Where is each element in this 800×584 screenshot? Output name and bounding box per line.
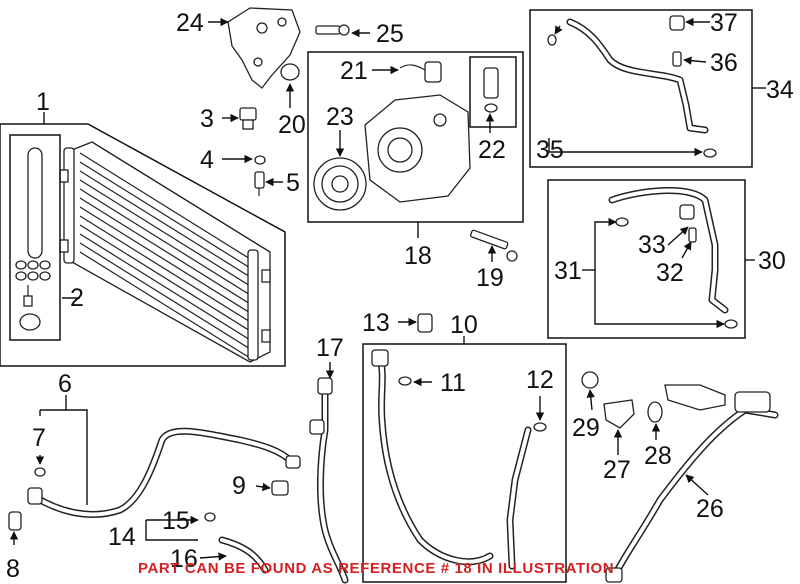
callout-17: 17	[316, 334, 344, 362]
callout-1: 1	[36, 88, 50, 116]
leader-lines	[9, 17, 766, 561]
callout-31: 31	[554, 257, 582, 285]
hose-assembly-drawing	[371, 349, 547, 570]
valve-5-drawing	[254, 171, 265, 196]
callout-10: 10	[450, 311, 478, 339]
callout-29: 29	[572, 414, 600, 442]
condenser-drawing	[59, 141, 271, 363]
compressor-drawing	[364, 94, 471, 203]
callout-24: 24	[176, 9, 204, 37]
callout-labels: 1 2 3 4 5 6 7 8 9 10 11 12 13 14 15 16 1…	[6, 9, 794, 583]
nut-9-drawing	[271, 480, 289, 496]
callout-36: 36	[710, 49, 738, 77]
o-ring-4-drawing	[254, 155, 266, 165]
callout-4: 4	[200, 146, 214, 174]
callout-15: 15	[162, 507, 190, 535]
callout-26: 26	[696, 495, 724, 523]
bracket-drawing	[227, 7, 301, 89]
hose-6-drawing	[27, 427, 301, 518]
pressure-switch-drawing	[239, 107, 257, 130]
callout-37: 37	[710, 9, 738, 37]
callout-3: 3	[200, 105, 214, 133]
control-valve-22-drawing	[483, 67, 499, 113]
callout-11: 11	[440, 369, 466, 397]
callout-9: 9	[232, 472, 246, 500]
callout-20: 20	[278, 111, 306, 139]
grommet-28-drawing	[647, 401, 663, 423]
callout-30: 30	[758, 247, 786, 275]
callout-33: 33	[638, 231, 666, 259]
callout-25: 25	[376, 20, 404, 48]
line-26-drawing	[605, 384, 779, 583]
callout-12: 12	[526, 366, 554, 394]
callout-27: 27	[603, 456, 631, 484]
callout-21: 21	[340, 57, 368, 85]
suction-line-drawing	[547, 15, 717, 158]
callout-6: 6	[58, 370, 72, 398]
sensor-21-drawing	[399, 61, 442, 83]
condenser-box	[0, 123, 286, 367]
reference-note: PART CAN BE FOUND AS REFERENCE # 18 IN I…	[138, 560, 615, 577]
callout-22: 22	[478, 136, 506, 164]
callout-14: 14	[108, 523, 136, 551]
callout-28: 28	[644, 442, 672, 470]
o-ring-7-drawing	[34, 467, 46, 477]
callout-5: 5	[286, 169, 300, 197]
callout-16: 16	[170, 545, 198, 573]
bushing-20-drawing	[280, 63, 300, 81]
callout-18: 18	[404, 242, 432, 270]
bracket-29-drawing	[603, 399, 635, 429]
callout-8: 8	[6, 555, 20, 583]
bolt-25-drawing	[315, 24, 350, 36]
callout-34: 34	[766, 76, 794, 104]
compressor-box	[307, 51, 524, 223]
callout-7: 7	[32, 424, 46, 452]
bolt-13-drawing	[417, 313, 433, 333]
callout-13: 13	[362, 309, 390, 337]
hose-14-drawing	[204, 377, 349, 584]
callout-35: 35	[536, 136, 564, 164]
drier-kit-drawing	[9, 134, 61, 341]
bolt-8-drawing	[8, 511, 22, 531]
pulley-23-drawing	[313, 157, 367, 211]
stud-27-drawing	[581, 371, 599, 389]
bolt-19-drawing	[470, 229, 518, 262]
pressure-line-drawing	[608, 187, 738, 329]
callout-2: 2	[70, 284, 84, 312]
callout-19: 19	[476, 264, 504, 292]
pressure-line-box	[547, 179, 746, 339]
callout-23: 23	[326, 103, 354, 131]
callout-32: 32	[656, 259, 684, 287]
compressor-valve-inset	[469, 56, 517, 128]
